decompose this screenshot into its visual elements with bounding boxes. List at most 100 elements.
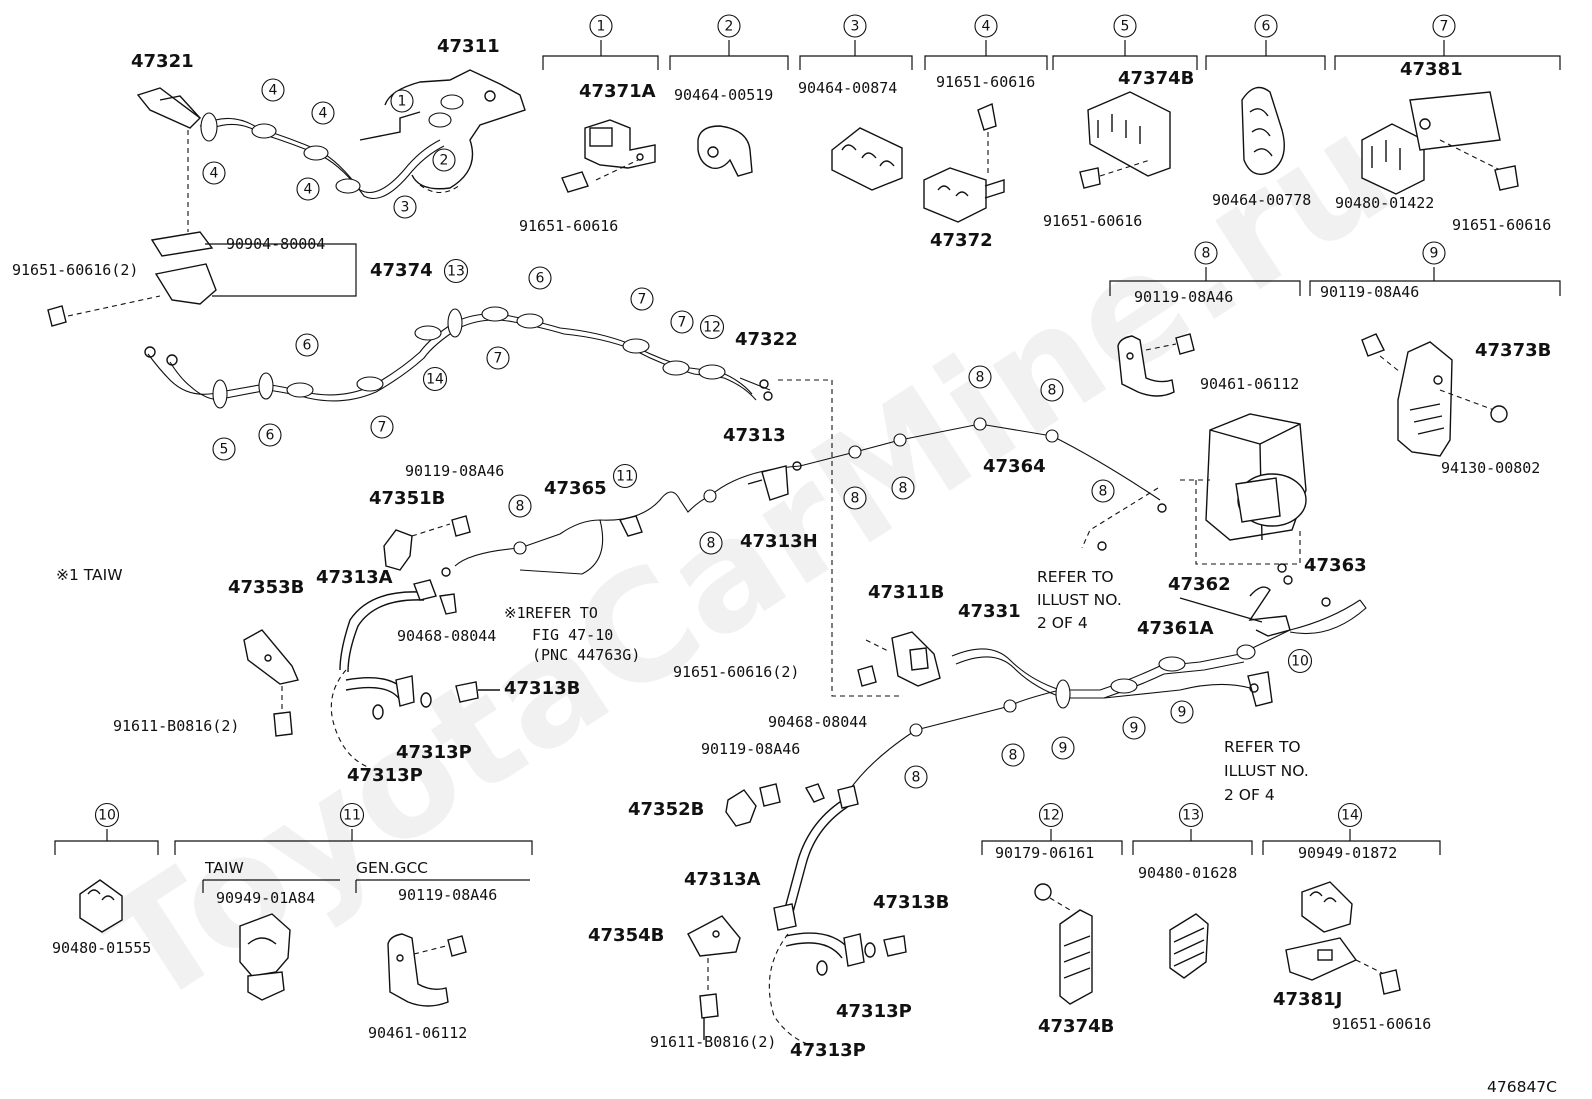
callout-circle xyxy=(904,765,928,789)
callout-circle xyxy=(1194,241,1218,265)
callout-circle xyxy=(670,310,694,334)
callout-circle xyxy=(432,148,456,172)
callout-4: 4 xyxy=(261,78,285,102)
callout-number: 8 xyxy=(912,770,921,786)
callout-7: 7 xyxy=(1432,14,1456,38)
callout-circle xyxy=(339,802,365,828)
part-90461-06112-lower xyxy=(387,933,467,1007)
callout-number: 4 xyxy=(269,83,278,99)
part-number-label: 47374B xyxy=(1038,1016,1114,1037)
part-90949-01872 xyxy=(1301,881,1353,933)
part-number-label: 90119-08A46 xyxy=(1320,283,1419,301)
callout-number: 6 xyxy=(303,338,312,354)
part-number-label: 47313B xyxy=(873,892,949,913)
callout-number: 13 xyxy=(447,264,465,280)
part-47371A-clamp xyxy=(561,119,656,193)
part-number-label: 47313 xyxy=(723,425,786,446)
part-number-label: 47381J xyxy=(1273,989,1342,1010)
callout-7: 7 xyxy=(486,346,510,370)
callout-number: 12 xyxy=(1042,808,1060,824)
callout-circle xyxy=(370,415,394,439)
callout-number: 8 xyxy=(707,536,716,552)
callout-13: 13 xyxy=(1178,802,1204,828)
part-number-label: 91651-60616 xyxy=(936,73,1035,91)
callout-14: 14 xyxy=(422,366,448,392)
callout-number: 8 xyxy=(1009,748,1018,764)
callout-11: 11 xyxy=(612,463,638,489)
callout-circle xyxy=(508,494,532,518)
callout-number: 2 xyxy=(440,153,449,169)
callout-number: 8 xyxy=(899,481,908,497)
refer-fig-line1: ※1REFER TO xyxy=(504,604,598,622)
part-number-label: 47352B xyxy=(628,799,704,820)
part-47374B-lower xyxy=(1034,883,1093,1005)
part-number-label: 90480-01555 xyxy=(52,939,151,957)
callout-number: 3 xyxy=(851,19,860,35)
part-number-label: 90464-00519 xyxy=(674,86,773,104)
callout-7: 7 xyxy=(370,415,394,439)
part-90464-00519-clip xyxy=(697,125,753,177)
master-cylinder-assembly xyxy=(136,69,526,232)
callout-circle xyxy=(296,177,320,201)
callout-9: 9 xyxy=(1170,700,1194,724)
refer-illust-a-line3: 2 OF 4 xyxy=(1037,614,1088,632)
callout-12: 12 xyxy=(699,314,725,340)
callout-number: 9 xyxy=(1130,721,1139,737)
part-number-label: 91651-60616(2) xyxy=(12,261,138,279)
callout-2: 2 xyxy=(432,148,456,172)
callout-number: 13 xyxy=(1182,808,1200,824)
part-90461-06112-clamp xyxy=(1117,333,1195,397)
callout-number: 8 xyxy=(516,499,525,515)
callout-10: 10 xyxy=(94,802,120,828)
part-47374-bracket xyxy=(47,231,357,327)
part-number-label: 47331 xyxy=(958,601,1021,622)
callout-number: 1 xyxy=(398,94,407,110)
callout-number: 10 xyxy=(98,808,116,824)
callout-circle xyxy=(699,531,723,555)
part-number-label: 47313P xyxy=(836,1001,912,1022)
callout-number: 7 xyxy=(378,420,387,436)
part-number-label: 91651-60616 xyxy=(1452,216,1551,234)
part-number-label: 47362 xyxy=(1168,574,1231,595)
part-90949-01A84 xyxy=(239,913,291,1001)
part-number-label: 47374B xyxy=(1118,68,1194,89)
callout-number: 9 xyxy=(1178,705,1187,721)
callout-9: 9 xyxy=(1122,716,1146,740)
callout-number: 8 xyxy=(851,491,860,507)
callout-12: 12 xyxy=(1038,802,1064,828)
part-number-label: 47371A xyxy=(579,81,656,102)
callout-number: 12 xyxy=(703,320,721,336)
part-number-label: 47351B xyxy=(369,488,445,509)
callout-8: 8 xyxy=(508,494,532,518)
callout-number: 6 xyxy=(1262,19,1271,35)
part-number-label: 47313A xyxy=(316,567,393,588)
part-47381J xyxy=(1285,937,1401,995)
callout-4: 4 xyxy=(296,177,320,201)
callout-circle xyxy=(843,14,867,38)
part-number-label: 47373B xyxy=(1475,340,1551,361)
callout-8: 8 xyxy=(891,476,915,500)
callout-number: 5 xyxy=(1121,19,1130,35)
callout-number: 14 xyxy=(1341,808,1359,824)
callout-circle xyxy=(1001,743,1025,767)
callout-circle xyxy=(390,89,414,113)
figure-code: 476847C xyxy=(1487,1078,1557,1096)
refer-illust-b-line2: ILLUST NO. xyxy=(1224,762,1309,780)
note-taiw: ※1 TAIW xyxy=(56,566,123,584)
callout-number: 7 xyxy=(678,315,687,331)
part-90480-01555 xyxy=(79,879,123,933)
part-number-label: 91611-B0816(2) xyxy=(650,1033,776,1051)
callout-2: 2 xyxy=(717,14,741,38)
callout-circle xyxy=(843,486,867,510)
callout-9: 9 xyxy=(1422,241,1446,265)
callout-circle xyxy=(258,423,282,447)
part-90480-01628 xyxy=(1169,913,1209,979)
part-number-label: 47353B xyxy=(228,577,304,598)
callout-circle xyxy=(974,14,998,38)
callout-11: 11 xyxy=(339,802,365,828)
part-number-label: 90461-06112 xyxy=(1200,375,1299,393)
part-number-label: 90119-08A46 xyxy=(398,886,497,904)
callout-circle xyxy=(1038,802,1064,828)
